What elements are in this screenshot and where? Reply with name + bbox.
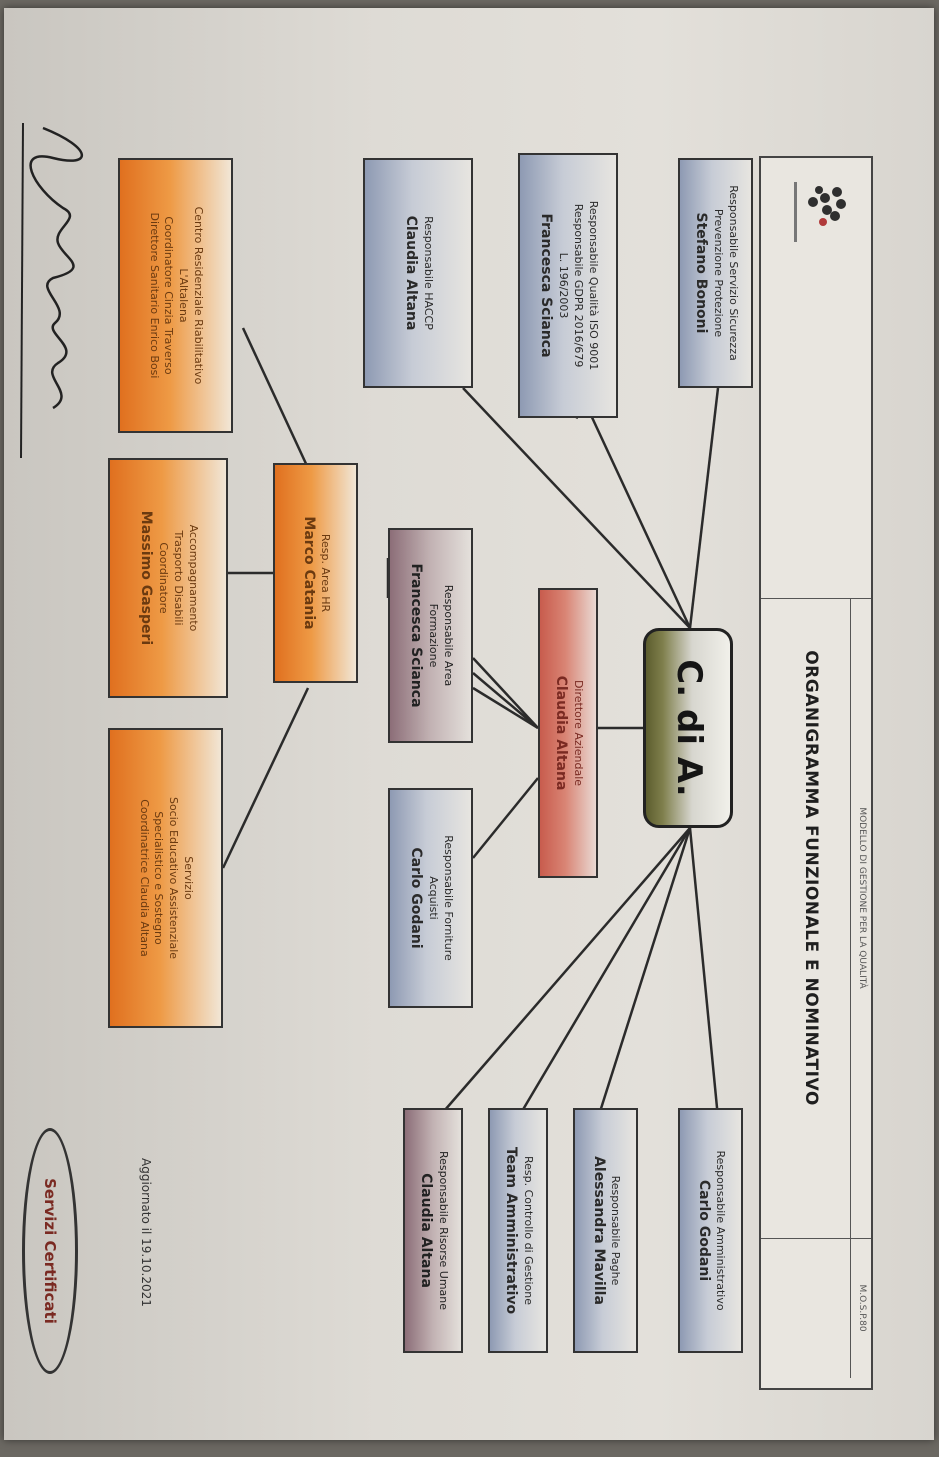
line-direttore-formazione-3 xyxy=(472,686,539,730)
node-controllo: Resp. Controllo di Gestione Team Amminis… xyxy=(488,1108,548,1353)
document-page: MODELLO DI GESTIONE PER LA QUALITÀ M.O.S… xyxy=(4,8,934,1440)
board-node: C. di A. xyxy=(643,628,733,828)
node-name: Claudia Altana xyxy=(418,1173,435,1288)
node-role: Prevenzione Protezione xyxy=(711,208,725,338)
line-cda-amministrativo xyxy=(688,827,720,1119)
node-accompagnamento: Accompagnamento Trasporto Disabili Coord… xyxy=(108,458,228,698)
node-hr: Resp. Area HR Marco Catania xyxy=(273,463,358,683)
document-code: M.O.S.P.80 xyxy=(857,1284,867,1332)
node-role: Socio Educativo Assistenziale xyxy=(167,796,181,960)
document-header: MODELLO DI GESTIONE PER LA QUALITÀ M.O.S… xyxy=(759,156,873,1390)
line-cda-risorse xyxy=(437,827,691,1119)
node-name: Francesca Scianca xyxy=(408,563,425,708)
model-label: MODELLO DI GESTIONE PER LA QUALITÀ xyxy=(857,807,867,989)
org-chart: MODELLO DI GESTIONE PER LA QUALITÀ M.O.S… xyxy=(4,8,939,1457)
line-cda-controllo xyxy=(516,827,692,1119)
node-role: Responsabile Amministrativo xyxy=(714,1150,728,1311)
node-qualita: Responsabile Qualità ISO 9001 Responsabi… xyxy=(518,153,618,418)
node-role: Coordinatrice Claudia Altana xyxy=(137,799,151,957)
node-role: Coordinatore xyxy=(157,542,171,614)
line-direttore-formazione-2 xyxy=(472,672,539,729)
node-role: Responsabile GDPR 2016/679 xyxy=(571,203,585,368)
node-role: L. 196/2003 xyxy=(557,252,571,319)
line-cda-paghe xyxy=(596,827,692,1119)
line-direttore-forniture xyxy=(472,777,539,859)
node-sicurezza: Responsabile Servizio Sicurezza Prevenzi… xyxy=(678,158,753,388)
node-haccp: Responsabile HACCP Claudia Altana xyxy=(363,158,473,388)
node-role: Formazione xyxy=(426,603,440,668)
node-role: Accompagnamento xyxy=(186,524,200,632)
node-role: Resp. Area HR xyxy=(319,533,333,613)
node-name: Claudia Altana xyxy=(403,215,420,331)
node-name: Claudia Altana xyxy=(553,675,570,791)
node-paghe: Responsabile Paghe Alessandra Mavilla xyxy=(573,1108,638,1353)
node-direttore: Direttore Aziendale Claudia Altana xyxy=(538,588,598,878)
line-direttore-formazione-1 xyxy=(472,657,539,729)
node-role: Responsabile HACCP xyxy=(421,216,435,330)
node-role: Coordinatore Cinzia Traverso xyxy=(162,216,176,375)
node-role: Responsabile Area xyxy=(441,584,455,687)
node-role: Specialistico e Sostegno xyxy=(152,811,166,945)
signature xyxy=(20,122,84,459)
node-role: Direttore Aziendale xyxy=(571,679,585,787)
node-role: Responsabile Qualità ISO 9001 xyxy=(586,200,600,371)
line-sicurezza-cda xyxy=(688,387,720,629)
node-name: Team Amministrativo xyxy=(503,1146,520,1315)
node-role: Responsabile Paghe xyxy=(609,1175,623,1286)
certified-stamp: Servizi Certificati xyxy=(22,1128,78,1374)
node-role: Servizio xyxy=(182,856,196,900)
line-hr-centro xyxy=(241,327,310,469)
node-role: Responsabile Servizio Sicurezza xyxy=(726,185,740,361)
node-centro: Centro Residenziale Riabilitativo L'Alta… xyxy=(118,158,233,433)
line-hr-servizio xyxy=(221,687,310,869)
node-formazione: Responsabile Area Formazione Francesca S… xyxy=(388,528,473,743)
node-role: Trasporto Disabili xyxy=(171,530,185,626)
node-name: Marco Catania xyxy=(300,516,317,630)
node-amministrativo: Responsabile Amministrativo Carlo Godani xyxy=(678,1108,743,1353)
node-name: Carlo Godani xyxy=(408,847,425,949)
node-role: Responsabile Risorse Umane xyxy=(436,1150,450,1311)
header-divider-vertical xyxy=(761,598,871,599)
node-name: Alessandra Mavilla xyxy=(590,1156,607,1305)
line-haccp-cda xyxy=(462,387,691,629)
node-name: Massimo Gasperi xyxy=(138,510,155,646)
node-forniture: Responsabile Forniture Acquisti Carlo Go… xyxy=(388,788,473,1008)
node-role: Direttore Sanitario Enrico Bosi xyxy=(147,212,161,379)
node-role: Resp. Controllo di Gestione xyxy=(521,1155,535,1306)
node-name: Francesca Scianca xyxy=(538,213,555,358)
node-role: Centro Residenziale Riabilitativo xyxy=(192,206,206,385)
node-name: Carlo Godani xyxy=(695,1179,712,1282)
updated-date: Aggiornato il 19.10.2021 xyxy=(139,1158,153,1307)
line-qualita-cda xyxy=(581,397,692,629)
header-divider-vertical-2 xyxy=(761,1238,871,1239)
node-risorse-umane: Responsabile Risorse Umane Claudia Altan… xyxy=(403,1108,463,1353)
company-logo xyxy=(794,182,846,242)
node-servizio: Servizio Socio Educativo Assistenziale S… xyxy=(108,728,223,1028)
board-label: C. di A. xyxy=(668,659,709,797)
node-role: Acquisti xyxy=(426,876,440,920)
node-name: Stefano Bononi xyxy=(693,212,710,334)
page-title: ORGANIGRAMMA FUNZIONALE E NOMINATIVO xyxy=(801,650,821,1106)
node-role: Responsabile Forniture xyxy=(441,835,455,961)
node-role: L'Altalena xyxy=(177,268,191,323)
